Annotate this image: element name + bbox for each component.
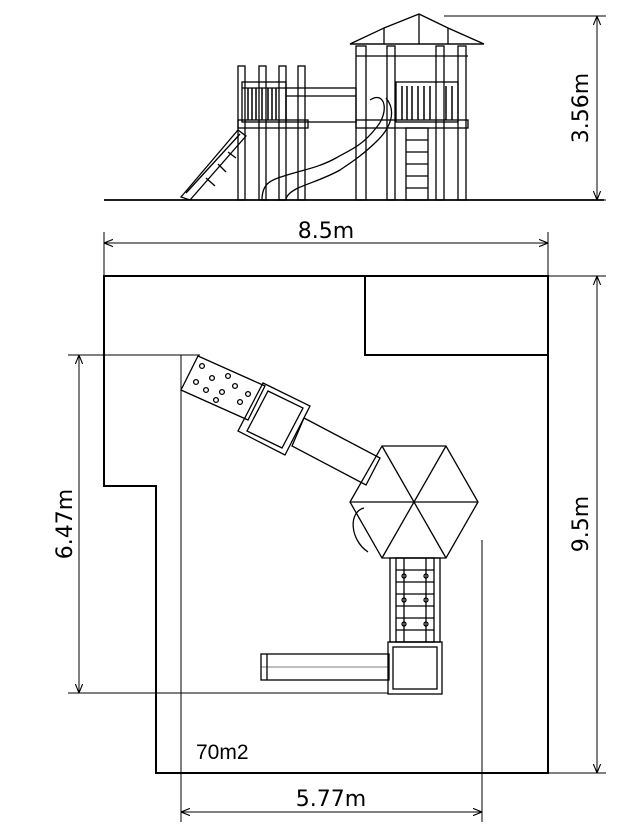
roof-plan (349, 445, 479, 559)
area-label: 70m2 (196, 741, 249, 764)
right-tower (355, 45, 469, 201)
cutout-outline (364, 276, 548, 356)
width-total-label: 8.5m (298, 219, 354, 244)
elevation-view (104, 13, 604, 201)
climbing-ramp (179, 129, 247, 201)
climbing-wall (180, 355, 266, 421)
left-tower (237, 65, 309, 201)
platform-right (387, 641, 443, 695)
depth-dimension (548, 275, 606, 774)
safety-area-outline (103, 275, 549, 774)
bridge-plan (291, 417, 381, 486)
equipment-plan (180, 355, 479, 695)
bridge (285, 87, 357, 123)
width-dimension (103, 232, 549, 276)
height-dimension (444, 15, 606, 201)
depth-total-label: 9.5m (569, 496, 594, 552)
height-label: 3.56m (569, 73, 594, 143)
platform-left (237, 382, 311, 456)
climbing-net (389, 557, 441, 643)
wavy-slide (261, 97, 385, 201)
inner-width-label: 5.77m (296, 787, 366, 812)
inner-width-dimension (180, 355, 483, 822)
inner-depth-dimension (68, 354, 388, 694)
inner-depth-label: 6.47m (53, 489, 78, 559)
hexagonal-roof (349, 13, 485, 57)
slide-arc (352, 507, 369, 553)
straight-slide (260, 653, 390, 681)
